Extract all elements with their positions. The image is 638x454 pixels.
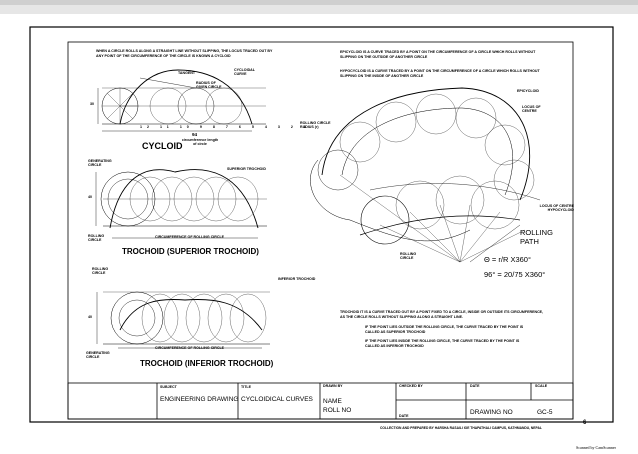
cycloid-drawing (97, 69, 266, 132)
inferior-generating-circle-label: GENERATING CIRCLE (86, 351, 110, 359)
tick: 12 (140, 125, 154, 129)
epicycloid-label: EPICYCLOID (517, 89, 539, 93)
locus-of-centre-label: LOCUS OF CENTRE (522, 105, 541, 113)
inferior-title: TROCHOID (INFERIOR TROCHOID) (140, 359, 274, 368)
locus-hypocycloid-label: LOCUS OF CENTRE HYPOCYCLOID (539, 204, 574, 212)
date-label-2: DATE (399, 414, 409, 418)
title-block-lines (67, 382, 574, 420)
scanner-watermark: Scanned by CamScanner (576, 445, 616, 450)
superior-definition: IF THE POINT LIES OUTSIDE THE ROLLING CI… (365, 325, 524, 334)
roll-no-field: ROLL NO (323, 407, 352, 414)
tick: 7 (225, 125, 233, 129)
cycloid-tick-row: 12 11 10 9 8 7 6 5 4 3 2 1 (140, 125, 311, 130)
tick: 4 (264, 125, 272, 129)
cycloid-radius-label: RADIUS OF GIVEN CIRCLE (196, 81, 222, 89)
hypocycloid-definition: HYPOCYCLOID IS A CURVE TRACED BY A POINT… (340, 69, 540, 78)
subject-value: ENGINEERING DRAWING (160, 396, 239, 403)
cycloid-height-dim: 30 (90, 102, 94, 106)
trochoid-definition: TROCHOID IT IS A CURVE TRACED OUT BY A P… (340, 310, 544, 319)
formula-theta: Θ = r/R X360° (484, 255, 531, 264)
epi-rolling-circle-label: ROLLING CIRCLE (400, 252, 417, 260)
epicycloid-drawing (310, 87, 541, 263)
drawing-no-value: GC-5 (537, 409, 553, 416)
inferior-trochoid-drawing (96, 291, 270, 349)
cycloid-tangent-label: TANGENT (178, 71, 196, 75)
tick: 8 (212, 125, 220, 129)
tick: 6 (238, 125, 246, 129)
rolling-circle-radius-label: ROLLING CIRCLE RADIUS (r) (300, 121, 331, 129)
checked-by-label: CHECKED BY (399, 384, 423, 388)
superior-trochoid-drawing (95, 169, 267, 239)
formula-example: 96° = 20/75 X360° (484, 270, 546, 279)
drawing-no-label: DRAWING NO (470, 409, 513, 416)
tick: 5 (251, 125, 259, 129)
tick: 3 (277, 125, 285, 129)
superior-generating-circle-label: GENERATING CIRCLE (88, 159, 112, 167)
cycloid-length-dim: 94 (192, 132, 198, 137)
title-label: TITLE (241, 385, 251, 389)
tick: 2 (290, 125, 298, 129)
outer-border (29, 26, 614, 423)
superior-dim: 40 (88, 195, 92, 199)
tick: 1 (303, 125, 311, 129)
tick: 9 (199, 125, 207, 129)
cycloid-circumference-note: circumference length of circle (181, 138, 219, 146)
subject-label: SUBJECT (160, 385, 177, 389)
cycloid-definition: WHEN A CIRCLE ROLLS ALONG A STRAIGHT LIN… (96, 49, 273, 58)
inferior-definition: IF THE POINT LIES INSIDE THE ROLLING CIR… (365, 339, 520, 348)
cycloidal-curve-label: CYCLOIDAL CURVE (234, 68, 255, 76)
name-field: NAME (323, 398, 342, 405)
inferior-dim: 40 (88, 315, 92, 319)
superior-rolling-circle-label: ROLLING CIRCLE (88, 234, 105, 242)
epicycloid-definition: EPICYCLOID IS A CURVE TRACED BY A POINT … (340, 50, 536, 59)
scale-label: SCALE (535, 384, 548, 388)
drawn-by-label: DRAWN BY (323, 384, 343, 388)
tick: 11 (160, 125, 174, 129)
collection-credit: COLLECTION AND PREPARED BY HARSHA RASAIL… (380, 426, 542, 430)
rolling-path-label: ROLLING PATH (520, 228, 553, 246)
page-number: 6 (583, 420, 587, 426)
superior-title: TROCHOID (SUPERIOR TROCHOID) (122, 247, 259, 256)
superior-circumference-label: CIRCUMFERENCE OF ROLLING CIRCLE (155, 235, 225, 239)
tick: 10 (179, 125, 194, 129)
superior-curve-label: SUPERIOR TROCHOID (227, 167, 266, 171)
inferior-circumference-label: CIRCUMFERENCE OF ROLLING CIRCLE (155, 346, 225, 350)
inferior-rolling-circle-label: ROLLING CIRCLE (92, 267, 109, 275)
date-label: DATE (470, 384, 480, 388)
inferior-curve-label: INFERIOR TROCHOID (278, 277, 316, 281)
title-value: CYCLOIDICAL CURVES (241, 396, 313, 403)
cycloid-title: CYCLOID (142, 141, 183, 151)
